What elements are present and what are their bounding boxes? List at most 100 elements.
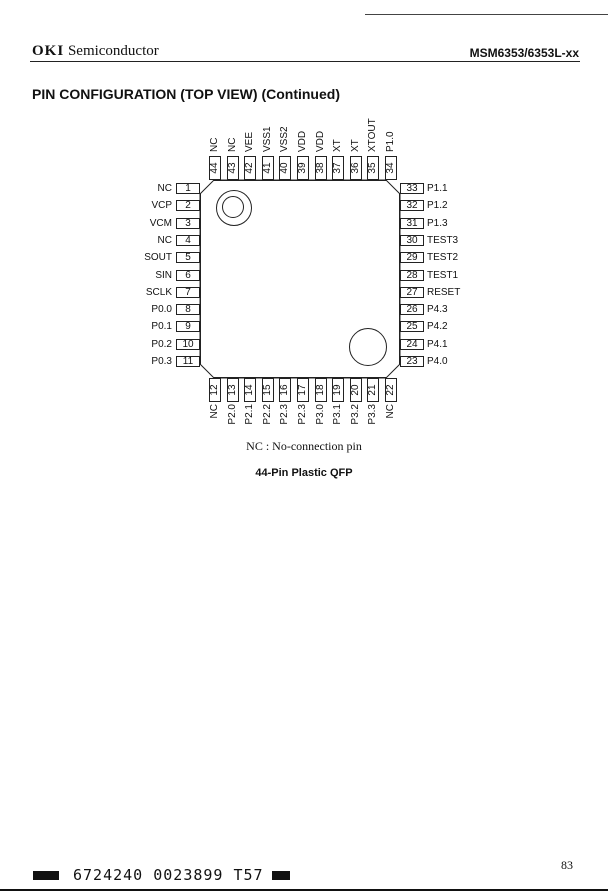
footer-code: 6724240 0023899 T57 xyxy=(73,866,264,884)
pin-number-box: 41 xyxy=(261,156,274,180)
brand: OKI Semiconductor xyxy=(32,43,159,60)
pin-label: VSS1 xyxy=(261,126,273,152)
pin-number-box: 26 xyxy=(400,304,424,316)
brand-suffix: Semiconductor xyxy=(67,43,159,59)
pin-number-box: 34 xyxy=(385,156,397,180)
pin-label: SIN xyxy=(155,269,172,281)
pin-label: TEST2 xyxy=(427,252,459,264)
pin-label: P0.1 xyxy=(151,321,172,333)
pin-number-box: 11 xyxy=(176,356,200,367)
pin-label: P1.0 xyxy=(385,131,396,152)
pin-number-box: 31 xyxy=(400,217,424,229)
pin-number-box: 10 xyxy=(176,338,200,350)
pin-number-box: 22 xyxy=(385,378,397,402)
footer-block-left xyxy=(33,871,59,880)
pin-label: VCM xyxy=(149,217,172,229)
pin-number-box: 25 xyxy=(400,321,424,333)
pin-label: P0.0 xyxy=(151,304,172,316)
pin-label: P3.0 xyxy=(314,404,326,425)
pin-label: P1.1 xyxy=(427,183,448,194)
pin-number-box: 19 xyxy=(332,378,345,402)
pin-number-box: 37 xyxy=(332,156,345,180)
brand-logo: OKI xyxy=(32,43,65,59)
pin-label: P4.0 xyxy=(427,356,448,367)
pin-number-box: 15 xyxy=(261,378,274,402)
pin-label: TEST3 xyxy=(427,234,459,246)
pin-label: SOUT xyxy=(144,252,172,264)
section-title: PIN CONFIGURATION (TOP VIEW) (Continued) xyxy=(32,86,340,102)
pin-label: P3.1 xyxy=(332,404,344,425)
pin-label: NC xyxy=(209,404,220,419)
orientation-circle xyxy=(349,328,387,366)
bottom-rule xyxy=(0,889,608,891)
pin-label: SCLK xyxy=(145,286,172,298)
pin-label: VDD xyxy=(314,130,326,152)
pin-label: VDD xyxy=(297,130,308,152)
package-caption: 44-Pin Plastic QFP xyxy=(255,467,353,479)
pin-number-box: 6 xyxy=(176,269,200,281)
pin-number-box: 20 xyxy=(349,378,362,402)
pin-number-box: 13 xyxy=(226,378,239,402)
footer-block-right xyxy=(272,871,290,880)
pin-label: P2.2 xyxy=(261,404,273,425)
pin-label: P4.3 xyxy=(427,304,448,316)
pin-number-box: 24 xyxy=(400,338,424,350)
pin-number-box: 16 xyxy=(279,378,292,402)
part-number: MSM6353/6353L-xx xyxy=(469,46,579,60)
pin-label: P3.2 xyxy=(349,404,361,425)
pin-number-box: 44 xyxy=(209,156,221,180)
page-number: 83 xyxy=(561,858,573,872)
pin-number-box: 9 xyxy=(176,321,200,333)
pin-label: P2.0 xyxy=(226,404,238,425)
pin-number-box: 14 xyxy=(244,378,257,402)
pin-number-box: 12 xyxy=(209,378,221,402)
pin-label: VCP xyxy=(151,200,172,212)
pin-label: P2.3 xyxy=(279,404,291,425)
pin-label: P2.1 xyxy=(244,404,256,425)
pin-number-box: 7 xyxy=(176,286,200,298)
pin-number-box: 32 xyxy=(400,200,424,212)
pin-label: P4.2 xyxy=(427,321,448,333)
pin-label: NC xyxy=(385,404,396,419)
pin1-marker-circle xyxy=(216,190,252,226)
pin-number-box: 30 xyxy=(400,234,424,246)
pin-number-box: 33 xyxy=(400,183,424,194)
pin-label: XT xyxy=(349,139,361,152)
pin-number-box: 23 xyxy=(400,356,424,367)
pin-label: P2.3 xyxy=(297,404,308,425)
pin-label: RESET xyxy=(427,286,461,298)
pin-number-box: 17 xyxy=(297,378,309,402)
pin-number-box: 18 xyxy=(314,378,327,402)
pin-number-box: 21 xyxy=(367,378,380,402)
pin-number-box: 28 xyxy=(400,269,424,281)
pin-label: P0.2 xyxy=(151,338,172,350)
pin-number-box: 8 xyxy=(176,304,200,316)
pin-number-box: 3 xyxy=(176,217,200,229)
pin1-marker-inner xyxy=(222,196,244,218)
pin-number-box: 2 xyxy=(176,200,200,212)
pin-label: P4.1 xyxy=(427,338,448,350)
pin-label: XT xyxy=(332,139,344,152)
pin-label: NC xyxy=(157,234,172,246)
pin-label: TEST1 xyxy=(427,269,459,281)
pin-number-box: 29 xyxy=(400,252,424,264)
pin-number-box: 1 xyxy=(176,183,200,194)
top-rule xyxy=(365,14,608,15)
pin-number-box: 42 xyxy=(244,156,257,180)
pin-number-box: 27 xyxy=(400,286,424,298)
nc-note: NC : No-connection pin xyxy=(246,439,362,453)
pin-number-box: 4 xyxy=(176,234,200,246)
pin-label: P1.2 xyxy=(427,200,448,212)
pin-label: P0.3 xyxy=(151,356,172,367)
pin-label: NC xyxy=(157,183,172,194)
pin-number-box: 43 xyxy=(226,156,239,180)
pin-label: VEE xyxy=(244,131,256,152)
pin-number-box: 39 xyxy=(297,156,309,180)
header-rule xyxy=(30,61,580,62)
pin-number-box: 5 xyxy=(176,252,200,264)
pin-number-box: 40 xyxy=(279,156,292,180)
pin-label: P1.3 xyxy=(427,217,448,229)
pin-number-box: 35 xyxy=(367,156,380,180)
pin-label: P3.3 xyxy=(367,404,379,425)
pin-number-box: 36 xyxy=(349,156,362,180)
